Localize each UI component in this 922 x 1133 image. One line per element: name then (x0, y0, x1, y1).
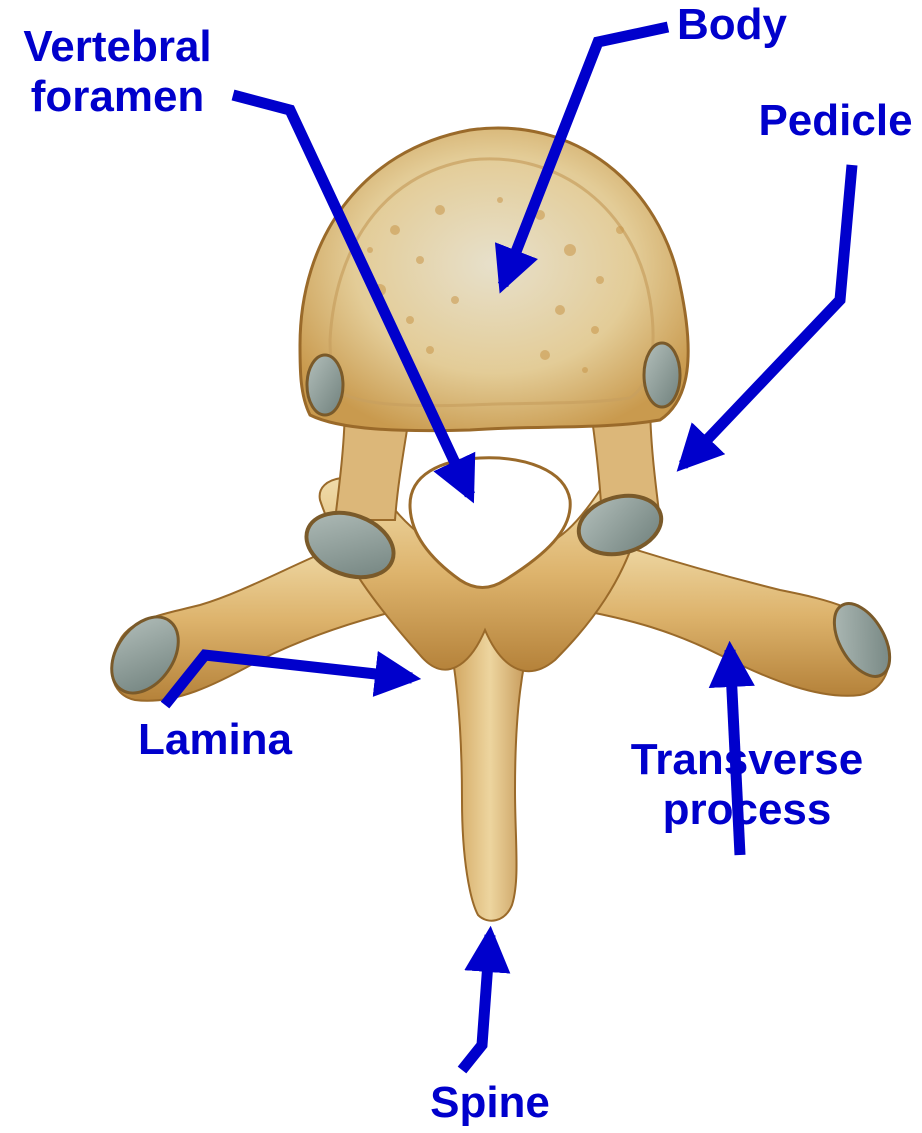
label-lamina: Lamina (125, 715, 305, 765)
label-transverse-process: Transverse process (612, 735, 882, 835)
label-vertebral-foramen: Vertebral foramen (10, 22, 225, 122)
label-transverse-process-line2: process (612, 785, 882, 835)
label-spine: Spine (415, 1078, 565, 1128)
right-costal-facet (644, 343, 680, 407)
vertebral-body (300, 128, 688, 431)
arrow-spine (462, 935, 490, 1070)
left-costal-facet (307, 355, 343, 415)
arrow-pedicle (683, 165, 852, 465)
label-pedicle: Pedicle (748, 96, 922, 146)
label-transverse-process-line1: Transverse (612, 735, 882, 785)
label-body: Body (672, 0, 792, 50)
label-vertebral-foramen-line2: foramen (10, 72, 225, 122)
label-vertebral-foramen-line1: Vertebral (10, 22, 225, 72)
